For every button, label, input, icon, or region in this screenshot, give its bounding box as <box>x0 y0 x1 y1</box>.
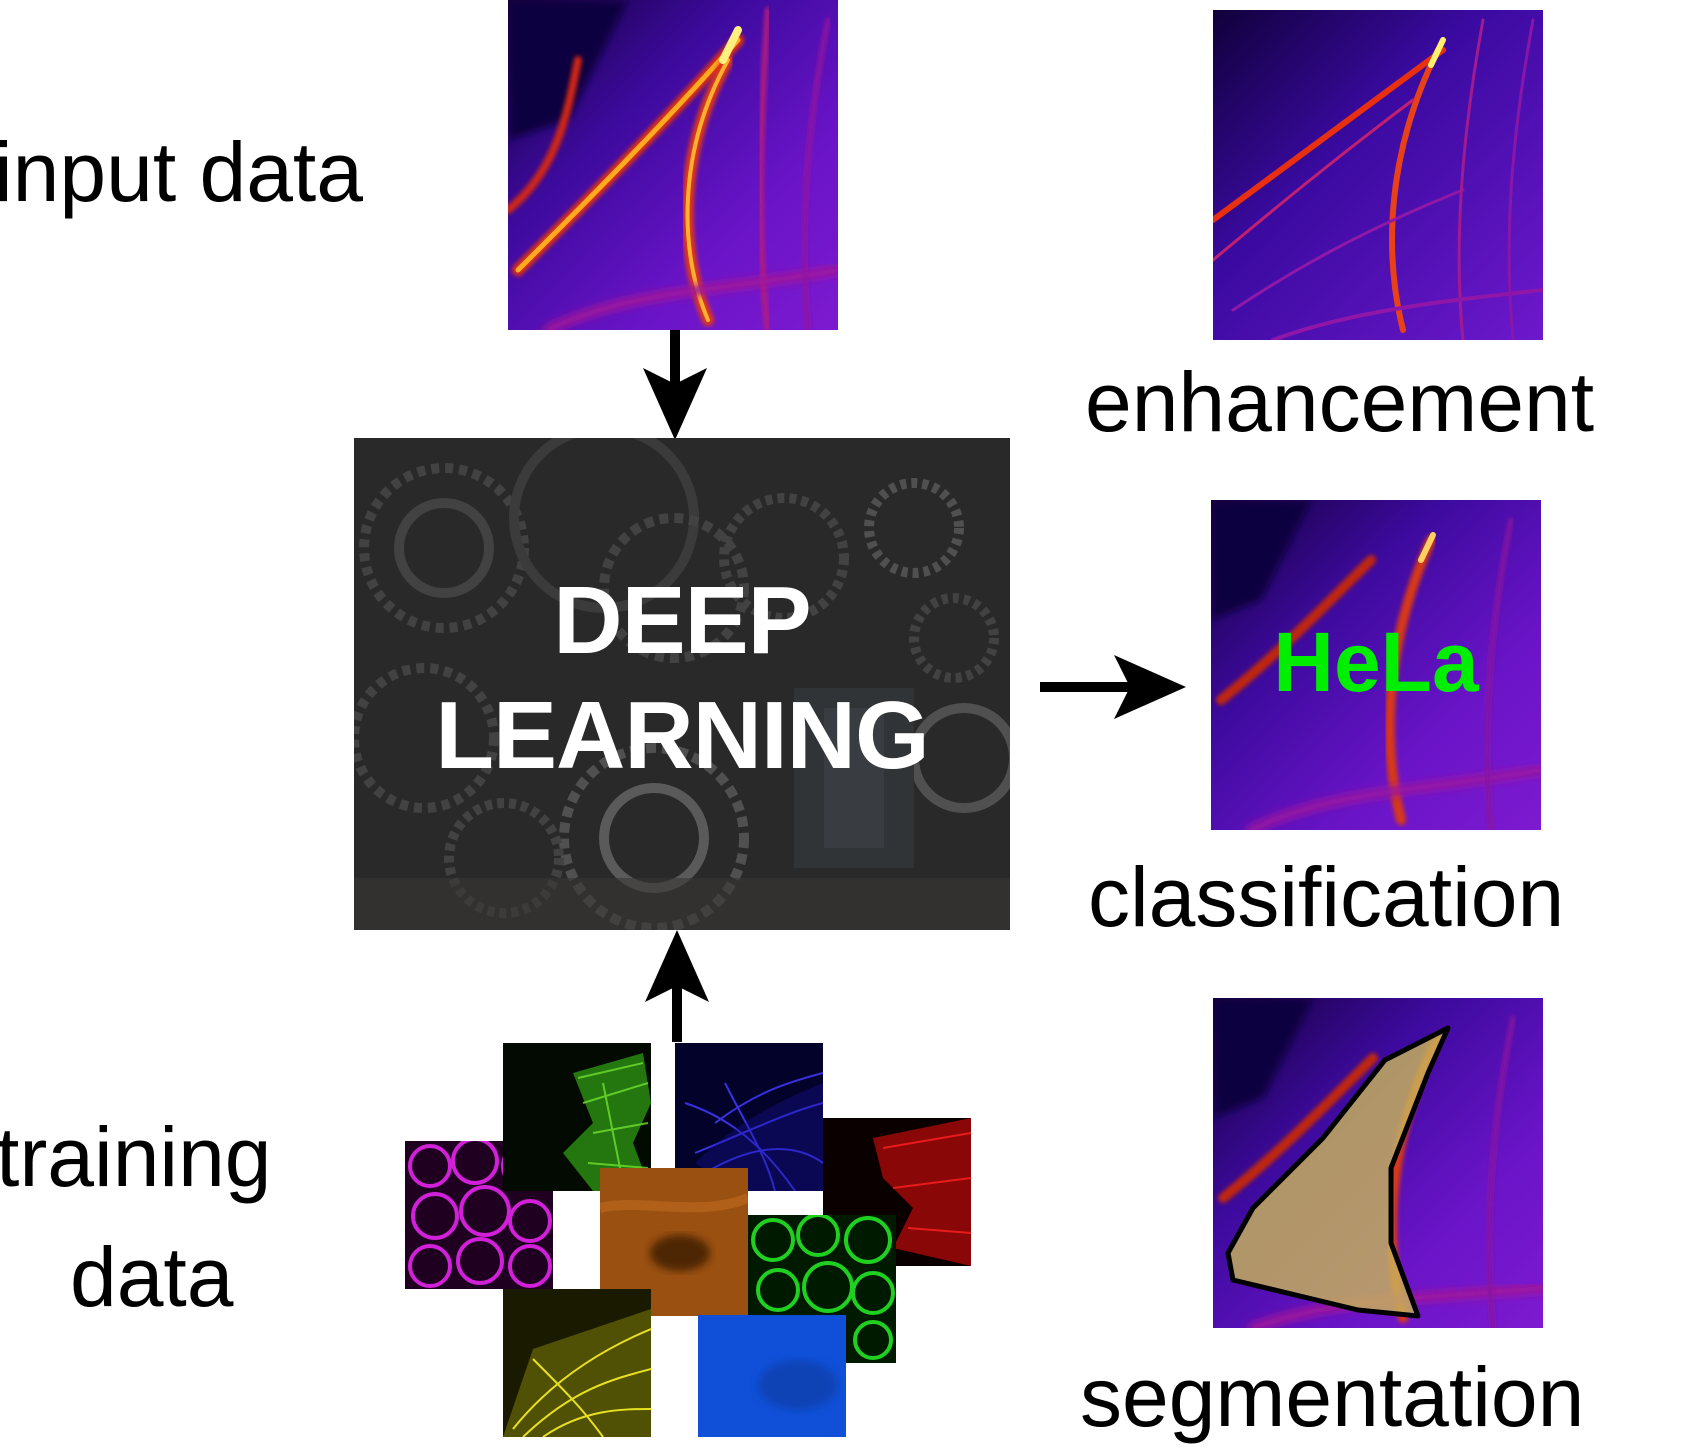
classification-label: classification <box>1088 850 1565 944</box>
segmentation-label: segmentation <box>1080 1350 1585 1444</box>
deep-learning-title-line1: DEEP <box>553 567 811 674</box>
arrow-right-icon <box>1040 655 1186 719</box>
training-image-blue <box>675 1043 823 1191</box>
training-data-label-line2: data <box>70 1230 234 1324</box>
training-data-collage <box>405 1043 971 1437</box>
enhancement-label: enhancement <box>1085 355 1595 449</box>
training-image-green <box>503 1043 651 1191</box>
training-image-red <box>823 1118 971 1266</box>
training-image-blue-plain <box>698 1315 846 1437</box>
classification-result-hela: HeLa <box>1273 615 1479 709</box>
training-data-label-line1: training <box>0 1110 272 1204</box>
segmentation-outline <box>1225 1025 1451 1319</box>
arrow-up-icon <box>645 930 709 1042</box>
enhancement-image <box>1213 10 1543 340</box>
segmentation-image <box>1213 998 1543 1328</box>
input-data-label: input data <box>0 125 363 219</box>
deep-learning-box: DEEP LEARNING <box>354 438 1010 930</box>
input-image <box>508 0 838 330</box>
training-image-yellow <box>503 1289 651 1437</box>
arrow-down-icon <box>643 330 707 440</box>
classification-image: HeLa <box>1211 500 1541 830</box>
deep-learning-title-line2: LEARNING <box>435 682 929 789</box>
